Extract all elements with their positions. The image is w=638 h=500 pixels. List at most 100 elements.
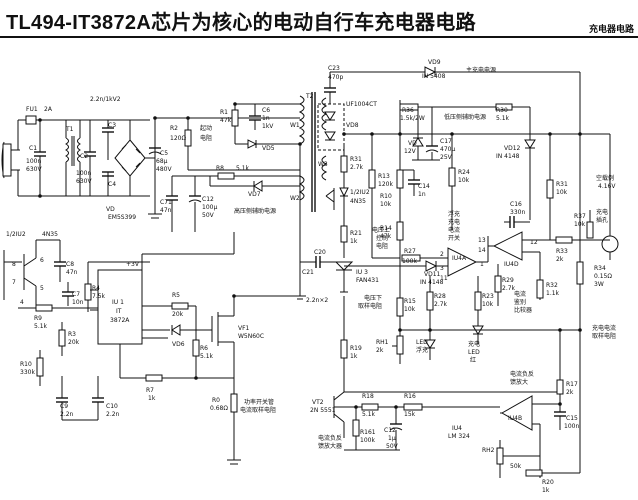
label-dlfz: 电流负反 <box>318 434 342 442</box>
label-plus3v: +3V <box>126 261 140 268</box>
label-vd12: VD12 <box>504 145 521 152</box>
label-qd2: 电阻 <box>200 134 212 142</box>
label-r15: R15 <box>404 298 416 305</box>
label-c4: C4 <box>108 181 116 188</box>
label-vf1-value: W5N60C <box>238 333 264 340</box>
label-fu1-value: 2A <box>44 106 53 113</box>
resistor-r3 <box>58 322 66 356</box>
label-c6: C6 <box>262 107 270 114</box>
label-vd12-value: IN 4148 <box>496 153 520 160</box>
label-c2122: 2.2n×2 <box>306 297 328 304</box>
label-vd11-value: IN 4148 <box>420 279 444 286</box>
lv-aux-supply <box>399 100 536 220</box>
label-r10b-value: 330k <box>20 369 35 376</box>
label-iu4b: IU4B <box>508 415 522 422</box>
page-title: TL494-IT3872A芯片为核心的电动自行车充电器电路 <box>6 12 476 34</box>
resistor-r32 <box>536 279 544 300</box>
resistor-r31b <box>546 134 554 240</box>
label-c23: C23 <box>328 65 340 72</box>
resistor-r33 <box>550 236 610 244</box>
mains-plug <box>1 141 20 179</box>
main-output-bus <box>330 66 610 222</box>
resistor-r6 <box>192 306 200 378</box>
label-pin8: 8 <box>12 261 16 268</box>
label-c1-value2: 630V <box>26 166 42 173</box>
label-kzfz: 空载例 <box>596 174 614 182</box>
resistor-r2 <box>184 118 192 170</box>
label-c6-value2: 1kV <box>262 123 274 130</box>
label-r4-value: 7.5k <box>92 293 106 300</box>
label-c15: C15 <box>566 415 578 422</box>
label-r19-value: 1k <box>350 353 358 360</box>
label-vd-value: EM5S399 <box>108 214 136 221</box>
label-r28-value: 2.7k <box>434 301 448 308</box>
label-c14-value: 1n <box>418 191 426 198</box>
label-led2: 充电 <box>468 340 480 348</box>
resistor-r5 <box>165 302 196 310</box>
label-dysz: 电压上 <box>372 226 390 234</box>
label-r4: R4 <box>92 285 100 292</box>
resistor-r4 <box>84 276 92 312</box>
resistor-r13 <box>368 134 376 258</box>
resistor-r10-c14 <box>396 134 420 222</box>
resistor-r23 <box>474 276 482 326</box>
label-rh2-value: 50k <box>510 463 522 470</box>
resistor-r16 <box>396 403 500 411</box>
label-r33-value: 2k <box>556 256 564 263</box>
label-r34-value2: 3W <box>594 281 604 288</box>
rectifier-vd8 <box>317 103 345 151</box>
label-iu1-value2: 3872A <box>110 317 130 324</box>
label-c16-value: 330n <box>510 209 525 216</box>
label-r21: R21 <box>350 230 362 237</box>
resistor-r161 <box>352 407 360 450</box>
label-iu3-value: FAN431 <box>356 277 379 284</box>
ic-iu1 <box>90 232 235 345</box>
label-r0: R0 <box>212 397 220 404</box>
label-r23: R23 <box>482 293 494 300</box>
label-r17-value: 2k <box>566 389 574 396</box>
label-dyfz: 低压侧辅助电源 <box>444 113 486 121</box>
label-cddl2: 取样电阻 <box>592 332 616 340</box>
label-pin1: 1 <box>480 261 484 268</box>
label-w3: W3 <box>318 161 328 168</box>
label-c71: C71 <box>160 199 172 206</box>
label-vd5: VD5 <box>262 145 275 152</box>
capacitor-c12b <box>389 407 403 450</box>
label-c12b-value2: 50V <box>386 443 399 450</box>
capacitor-c23 <box>324 72 336 104</box>
label-iu1: IU 1 <box>112 299 124 306</box>
label-c16: C16 <box>510 201 522 208</box>
label-r14-value: 47k <box>380 233 392 240</box>
label-r21-value: 1k <box>350 238 358 245</box>
hv-bus <box>148 117 300 219</box>
section-label: 充电器电路 <box>588 25 634 35</box>
title-rule <box>0 36 638 38</box>
regulator-iu3 <box>334 261 360 293</box>
label-r27-value: 100k <box>402 258 417 265</box>
junction-dots <box>38 102 582 409</box>
label-c21: C21 <box>302 269 314 276</box>
label-iu4a: IU4A <box>452 255 467 262</box>
label-r28: R28 <box>434 293 446 300</box>
label-led2b: LED <box>468 349 480 356</box>
resistor-r9 <box>18 304 98 312</box>
label-dlfzb2: 馈放大 <box>510 378 528 386</box>
label-r29-value: 2.7k <box>502 285 516 292</box>
label-r8-value: 5.1k <box>236 165 250 172</box>
label-glkg: 功率开关管 <box>244 398 274 406</box>
label-c7: C7 <box>72 291 80 298</box>
label-iu2a: 1/2IU2 <box>6 231 26 238</box>
label-c23-value: 470p <box>328 74 343 81</box>
capacitor-c71 <box>166 176 178 232</box>
label-zcd: 主充电电源 <box>466 66 496 74</box>
label-vd: VD <box>106 206 115 213</box>
resistor-r17 <box>556 330 564 410</box>
label-r2-value: 120Ω <box>170 135 186 142</box>
label-gyfz: 高压侧辅助电源 <box>234 207 276 215</box>
resistor-r24 <box>448 134 456 230</box>
label-r9-value: 5.1k <box>34 323 48 330</box>
optocoupler-iu2b <box>325 187 349 226</box>
label-r30-value: 5.1k <box>496 115 510 122</box>
label-vt2: VT2 <box>312 399 324 406</box>
label-r32: R32 <box>546 282 558 289</box>
